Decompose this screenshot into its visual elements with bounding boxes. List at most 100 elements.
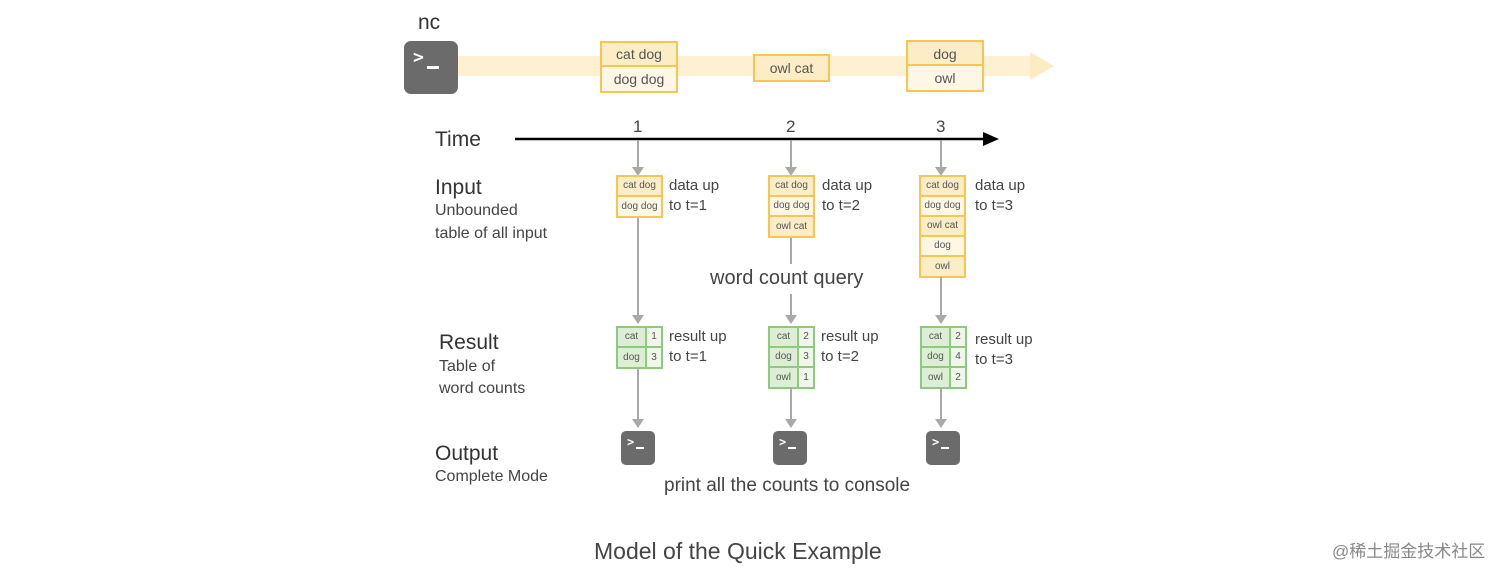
stream-record: cat dog bbox=[602, 43, 676, 67]
input-row: dog dog bbox=[921, 197, 964, 217]
result-row: dog 3 bbox=[770, 348, 813, 368]
result-count: 3 bbox=[647, 348, 661, 367]
result-row: dog 3 bbox=[618, 348, 661, 367]
input-subtitle-line1: Unbounded bbox=[435, 202, 518, 219]
input-row: dog dog bbox=[770, 197, 813, 217]
result-word: dog bbox=[770, 348, 799, 366]
stream-record: dog bbox=[908, 42, 982, 66]
arrow-down-icon bbox=[785, 315, 797, 324]
connector-line bbox=[637, 368, 639, 420]
stream-record: dog dog bbox=[602, 67, 676, 91]
result-title: Result bbox=[439, 331, 499, 354]
input-row: owl cat bbox=[921, 217, 964, 237]
input-row: dog dog bbox=[618, 197, 661, 216]
result-word: owl bbox=[770, 368, 799, 387]
result-note-line1: result up bbox=[669, 328, 727, 345]
arrow-down-icon bbox=[632, 167, 644, 176]
result-subtitle-line1: Table of bbox=[439, 358, 496, 375]
input-note-line1: data up bbox=[822, 177, 873, 194]
result-count: 2 bbox=[799, 328, 813, 346]
result-word: cat bbox=[922, 328, 951, 346]
connector-line bbox=[940, 387, 942, 420]
arrow-down-icon bbox=[632, 419, 644, 428]
connector-line bbox=[790, 387, 792, 420]
time-tick: 3 bbox=[936, 117, 946, 136]
output-subtitle: Complete Mode bbox=[435, 468, 548, 485]
result-note-line2: to t=1 bbox=[669, 348, 707, 365]
stream-batch-2: owl cat bbox=[753, 54, 830, 82]
result-count: 1 bbox=[647, 328, 661, 346]
connector-line bbox=[940, 277, 942, 316]
output-title: Output bbox=[435, 442, 499, 465]
input-note-line1: data up bbox=[975, 177, 1026, 194]
result-count: 3 bbox=[799, 348, 813, 366]
result-subtitle-line2: word counts bbox=[439, 380, 526, 397]
result-count: 1 bbox=[799, 368, 813, 387]
result-table-t1: cat 1 dog 3 bbox=[616, 326, 663, 369]
input-row: cat dog bbox=[770, 177, 813, 197]
result-row: owl 1 bbox=[770, 368, 813, 387]
input-table-t3: cat dog dog dog owl cat dog owl bbox=[919, 175, 966, 278]
input-row: owl bbox=[921, 257, 964, 276]
watermark: @稀土掘金技术社区 bbox=[1332, 542, 1486, 561]
result-row: cat 1 bbox=[618, 328, 661, 348]
stream-batch-3: dog owl bbox=[906, 40, 984, 92]
result-word: owl bbox=[922, 368, 951, 387]
input-table-t1: cat dog dog dog bbox=[616, 175, 663, 218]
result-note-line1: result up bbox=[821, 328, 879, 345]
input-table-t2: cat dog dog dog owl cat bbox=[768, 175, 815, 238]
stream-batch-1: cat dog dog dog bbox=[600, 41, 678, 93]
input-row: dog bbox=[921, 237, 964, 257]
terminal-icon: > bbox=[926, 431, 960, 465]
input-row: cat dog bbox=[921, 177, 964, 197]
result-row: cat 2 bbox=[770, 328, 813, 348]
result-row: cat 2 bbox=[922, 328, 965, 348]
result-note-line2: to t=3 bbox=[975, 351, 1013, 368]
arrow-down-icon bbox=[632, 315, 644, 324]
terminal-icon: > bbox=[773, 431, 807, 465]
time-axis bbox=[515, 132, 999, 146]
figure-caption: Model of the Quick Example bbox=[594, 538, 882, 564]
result-word: cat bbox=[618, 328, 647, 346]
connector-line bbox=[940, 140, 942, 168]
input-subtitle-line2: table of all input bbox=[435, 225, 548, 242]
input-note-line2: to t=1 bbox=[669, 197, 707, 214]
arrow-down-icon bbox=[935, 315, 947, 324]
connector-line bbox=[790, 294, 792, 316]
time-label: Time bbox=[435, 128, 481, 151]
input-note-line2: to t=2 bbox=[822, 197, 860, 214]
result-table-t3: cat 2 dog 4 owl 2 bbox=[920, 326, 967, 389]
arrow-down-icon bbox=[935, 167, 947, 176]
result-word: cat bbox=[770, 328, 799, 346]
terminal-icon: > bbox=[404, 41, 458, 94]
connector-line bbox=[790, 140, 792, 168]
connector-line bbox=[790, 238, 792, 264]
time-tick: 1 bbox=[633, 117, 643, 136]
arrow-down-icon bbox=[785, 419, 797, 428]
query-label: word count query bbox=[708, 267, 866, 289]
arrow-down-icon bbox=[785, 167, 797, 176]
input-row: cat dog bbox=[618, 177, 661, 197]
arrow-down-icon bbox=[935, 419, 947, 428]
input-row: owl cat bbox=[770, 217, 813, 236]
stream-record: owl cat bbox=[755, 56, 828, 80]
result-table-t2: cat 2 dog 3 owl 1 bbox=[768, 326, 815, 389]
result-note-line2: to t=2 bbox=[821, 348, 859, 365]
connector-line bbox=[637, 218, 639, 316]
result-word: dog bbox=[618, 348, 647, 367]
result-count: 2 bbox=[951, 328, 965, 346]
input-note-line2: to t=3 bbox=[975, 197, 1013, 214]
result-count: 2 bbox=[951, 368, 965, 387]
result-note-line1: result up bbox=[975, 331, 1033, 348]
result-row: owl 2 bbox=[922, 368, 965, 387]
source-label: nc bbox=[418, 11, 441, 34]
connector-line bbox=[637, 140, 639, 168]
result-word: dog bbox=[922, 348, 951, 366]
stream-record: owl bbox=[908, 66, 982, 90]
output-caption: print all the counts to console bbox=[664, 475, 911, 496]
result-count: 4 bbox=[951, 348, 965, 366]
input-title: Input bbox=[435, 176, 482, 199]
time-tick: 2 bbox=[786, 117, 796, 136]
result-row: dog 4 bbox=[922, 348, 965, 368]
input-note-line1: data up bbox=[669, 177, 720, 194]
